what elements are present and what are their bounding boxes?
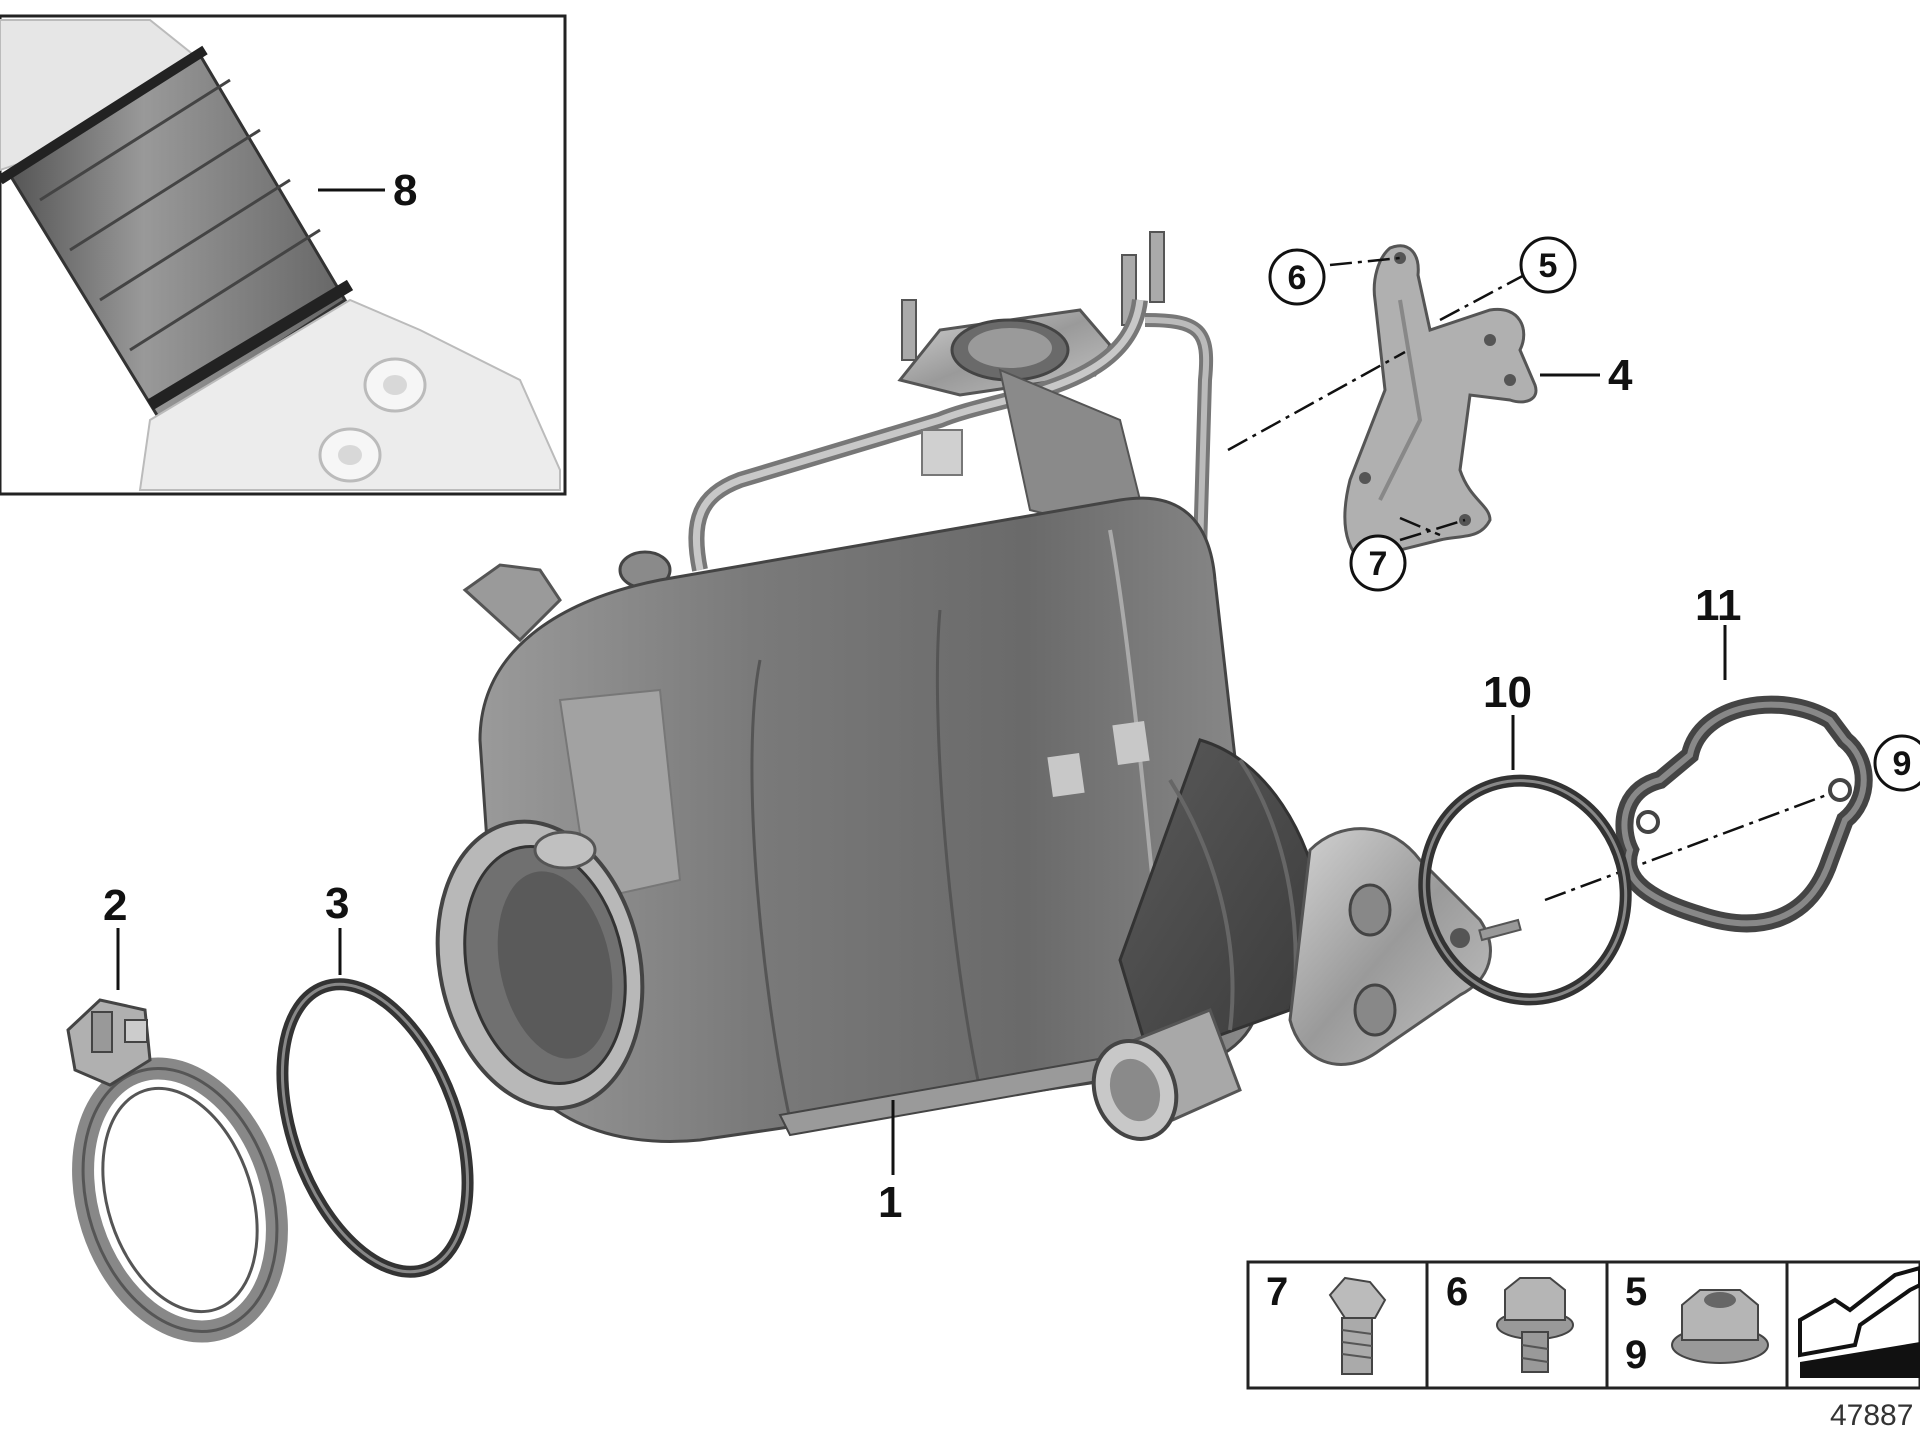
circled-callout-9: 9: [1873, 734, 1920, 792]
outlet-stub: [1091, 1008, 1242, 1141]
label-square: [1047, 752, 1085, 798]
callout-5: 5: [1539, 247, 1558, 285]
tightening-arrow-icon: [1798, 1265, 1920, 1378]
circled-callout-7: 7: [1349, 534, 1407, 592]
circled-callout-5: 5: [1519, 236, 1577, 294]
top-flange: [688, 231, 1214, 572]
fastener-legend: 7 6 5 9: [1246, 1260, 1920, 1390]
callout-1: 1: [878, 1178, 902, 1227]
detail-inset: 8: [0, 14, 567, 496]
legend-label-5: 5: [1625, 1270, 1647, 1314]
seal-ring-3: 3: [276, 879, 474, 1278]
callout-9: 9: [1893, 745, 1912, 783]
callout-11: 11: [1695, 581, 1742, 630]
callout-6: 6: [1288, 259, 1307, 297]
legend-label-9: 9: [1625, 1333, 1647, 1377]
inlet-port: [435, 819, 645, 1111]
hex-flange-bolt-icon: [1496, 1277, 1574, 1373]
bracket: 4: [1343, 244, 1633, 562]
callout-3: 3: [325, 879, 349, 928]
legend-label-6: 6: [1446, 1270, 1468, 1314]
gasket-11: 11: [1615, 581, 1873, 933]
outlet-flange: [1288, 827, 1522, 1066]
seal-ring-10: 10: [1418, 668, 1632, 1006]
legend-label-7: 7: [1266, 1270, 1288, 1314]
callout-4: 4: [1608, 351, 1633, 400]
inset-pipe: [0, 19, 561, 491]
label-square: [1112, 720, 1150, 766]
callout-7: 7: [1369, 545, 1388, 583]
particulate-filter-unit: 1: [435, 231, 1522, 1227]
torx-bolt-icon: [1328, 1276, 1387, 1375]
document-number: 47887: [1830, 1399, 1913, 1432]
circled-callout-6: 6: [1268, 248, 1326, 306]
clamp-2: 2: [66, 881, 288, 1343]
hex-flange-nut-icon: [1671, 1289, 1769, 1364]
assembly-lines: [1227, 256, 1841, 902]
callout-8: 8: [393, 166, 417, 215]
callout-10: 10: [1483, 668, 1532, 717]
callout-2: 2: [103, 881, 127, 930]
